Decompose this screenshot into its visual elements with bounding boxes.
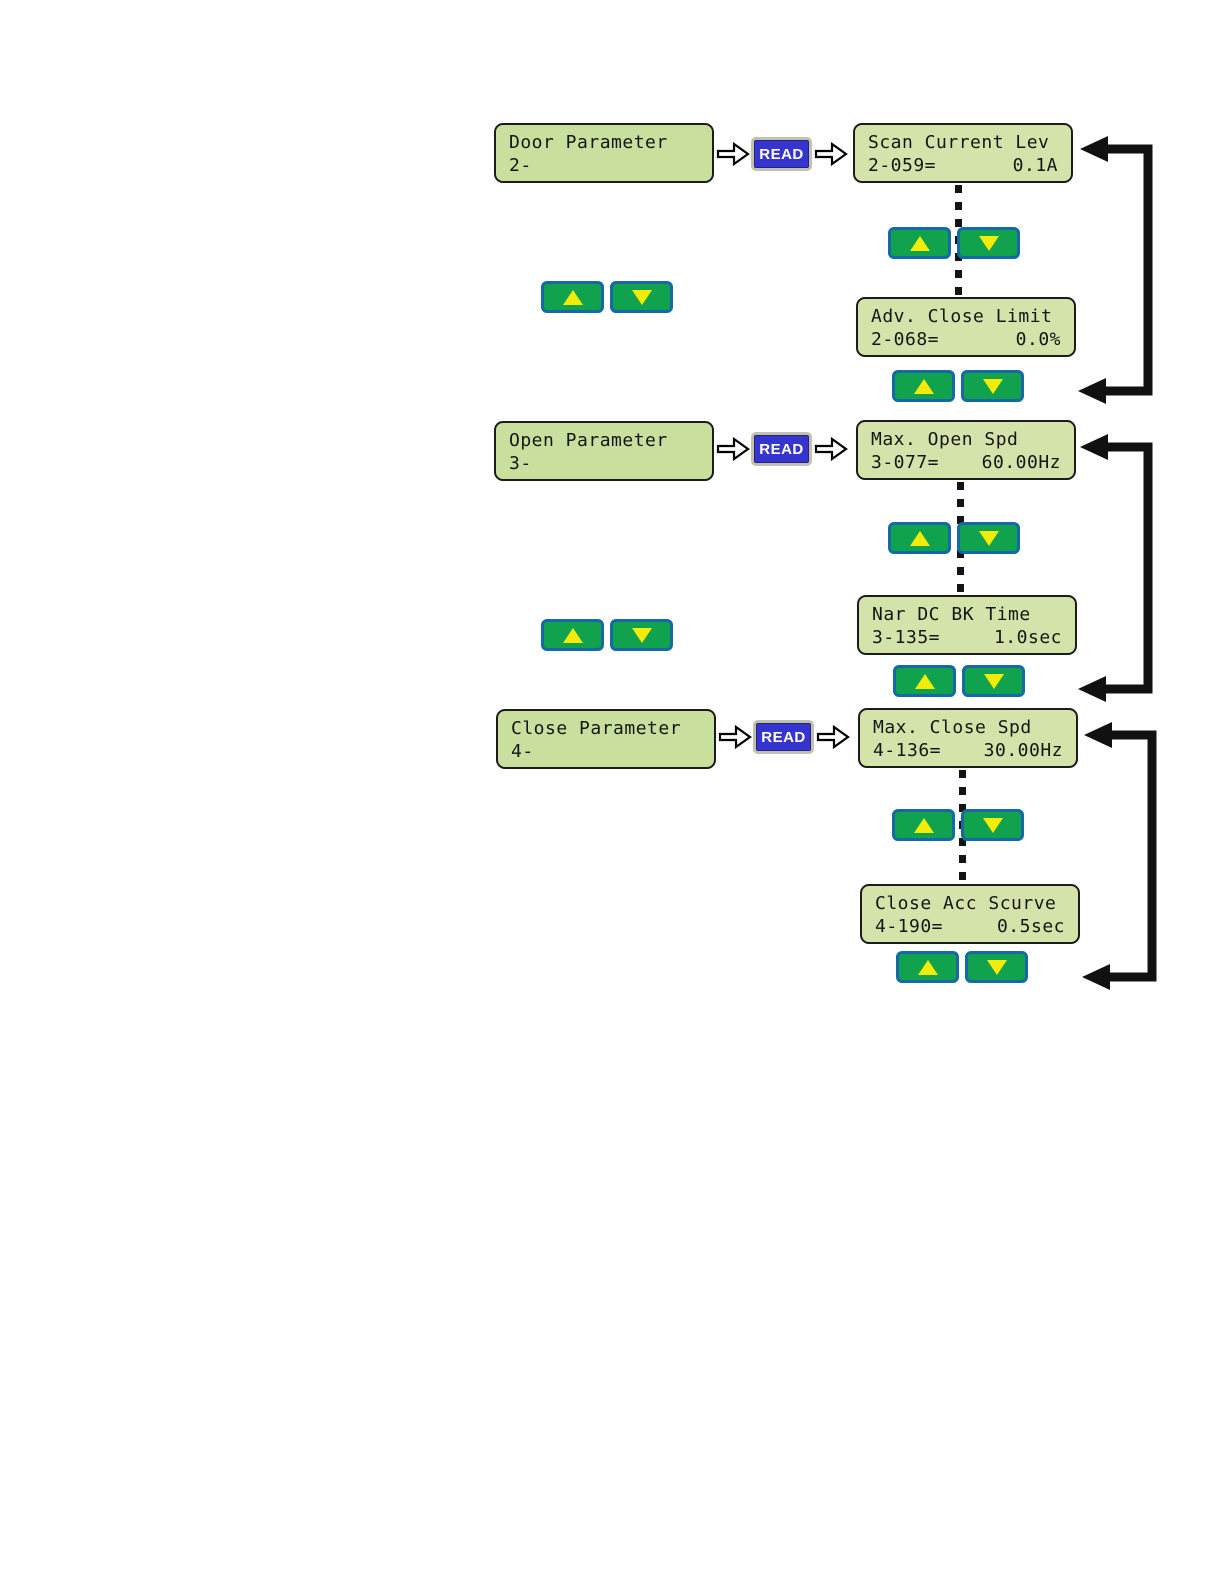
param-value: 0.0% [1015, 329, 1061, 350]
param-value: 30.00Hz [983, 740, 1063, 761]
param-code: 4-136= [873, 740, 942, 761]
down-button[interactable] [962, 665, 1025, 697]
up-arrow-icon [562, 627, 583, 643]
param-value: 60.00Hz [981, 452, 1061, 473]
lcd-display-first-param: Scan Current Lev 2-059= 0.1A [853, 123, 1073, 183]
right-block-arrow-icon [716, 141, 750, 167]
menu-code: 4- [511, 741, 534, 762]
up-button[interactable] [892, 370, 955, 402]
scroll-buttons [892, 370, 1024, 402]
param-name: Max. Close Spd [873, 717, 1032, 738]
down-arrow-icon [986, 959, 1007, 975]
up-arrow-icon [917, 959, 938, 975]
up-arrow-icon [914, 673, 935, 689]
up-button[interactable] [541, 281, 604, 313]
scroll-buttons [893, 665, 1025, 697]
down-arrow-icon [631, 627, 652, 643]
param-name: Max. Open Spd [871, 429, 1019, 450]
menu-code: 3- [509, 453, 532, 474]
up-button[interactable] [888, 522, 951, 554]
scroll-buttons [892, 809, 1024, 841]
scroll-buttons [888, 522, 1020, 554]
right-block-arrow-icon [718, 724, 752, 750]
menu-title: Close Parameter [511, 718, 682, 739]
down-arrow-icon [978, 235, 999, 251]
down-arrow-icon [983, 673, 1004, 689]
up-arrow-icon [913, 817, 934, 833]
lcd-display-first-param: Max. Open Spd 3-077= 60.00Hz [856, 420, 1076, 480]
param-name: Scan Current Lev [868, 132, 1050, 153]
lcd-display-first-param: Max. Close Spd 4-136= 30.00Hz [858, 708, 1078, 768]
right-block-arrow-icon [814, 436, 848, 462]
param-name: Adv. Close Limit [871, 306, 1053, 327]
right-block-arrow-icon [716, 436, 750, 462]
param-code: 3-077= [871, 452, 940, 473]
menu-scroll-buttons [541, 281, 673, 313]
down-button[interactable] [961, 370, 1024, 402]
menu-display-door: Door Parameter 2- [494, 123, 714, 183]
param-code: 4-190= [875, 916, 944, 937]
up-button[interactable] [896, 951, 959, 983]
param-value: 0.1A [1012, 155, 1058, 176]
param-value-line: 2-059= 0.1A [868, 154, 1058, 177]
up-button[interactable] [888, 227, 951, 259]
up-button[interactable] [541, 619, 604, 651]
menu-display-close: Close Parameter 4- [496, 709, 716, 769]
param-code: 3-135= [872, 627, 941, 648]
read-button[interactable]: READ [753, 720, 814, 754]
param-value: 0.5sec [996, 916, 1065, 937]
menu-code: 2- [509, 155, 532, 176]
read-button[interactable]: READ [751, 432, 812, 466]
scroll-buttons [896, 951, 1028, 983]
up-button[interactable] [893, 665, 956, 697]
menu-scroll-buttons [541, 619, 673, 651]
up-arrow-icon [909, 530, 930, 546]
down-button[interactable] [610, 619, 673, 651]
down-button[interactable] [965, 951, 1028, 983]
param-value-line: 3-135= 1.0sec [872, 626, 1062, 649]
up-arrow-icon [909, 235, 930, 251]
lcd-display-last-param: Adv. Close Limit 2-068= 0.0% [856, 297, 1076, 357]
down-button[interactable] [957, 522, 1020, 554]
down-arrow-icon [982, 817, 1003, 833]
param-name: Nar DC BK Time [872, 604, 1031, 625]
return-loop-arrow-icon [1082, 722, 1157, 990]
param-code: 2-068= [871, 329, 940, 350]
param-name: Close Acc Scurve [875, 893, 1057, 914]
param-value-line: 2-068= 0.0% [871, 328, 1061, 351]
lcd-display-last-param: Close Acc Scurve 4-190= 0.5sec [860, 884, 1080, 944]
read-button[interactable]: READ [751, 137, 812, 171]
down-button[interactable] [610, 281, 673, 313]
up-arrow-icon [913, 378, 934, 394]
menu-display-open: Open Parameter 3- [494, 421, 714, 481]
param-value: 1.0sec [993, 627, 1062, 648]
right-block-arrow-icon [816, 724, 850, 750]
up-button[interactable] [892, 809, 955, 841]
down-arrow-icon [978, 530, 999, 546]
menu-title: Door Parameter [509, 132, 668, 153]
down-arrow-icon [631, 289, 652, 305]
param-value-line: 3-077= 60.00Hz [871, 451, 1061, 474]
return-loop-arrow-icon [1078, 434, 1153, 702]
up-arrow-icon [562, 289, 583, 305]
return-loop-arrow-icon [1078, 136, 1153, 404]
down-button[interactable] [957, 227, 1020, 259]
param-code: 2-059= [868, 155, 937, 176]
menu-title: Open Parameter [509, 430, 668, 451]
param-value-line: 4-190= 0.5sec [875, 915, 1065, 938]
right-block-arrow-icon [814, 141, 848, 167]
down-button[interactable] [961, 809, 1024, 841]
down-arrow-icon [982, 378, 1003, 394]
param-value-line: 4-136= 30.00Hz [873, 739, 1063, 762]
scroll-buttons [888, 227, 1020, 259]
lcd-display-last-param: Nar DC BK Time 3-135= 1.0sec [857, 595, 1077, 655]
